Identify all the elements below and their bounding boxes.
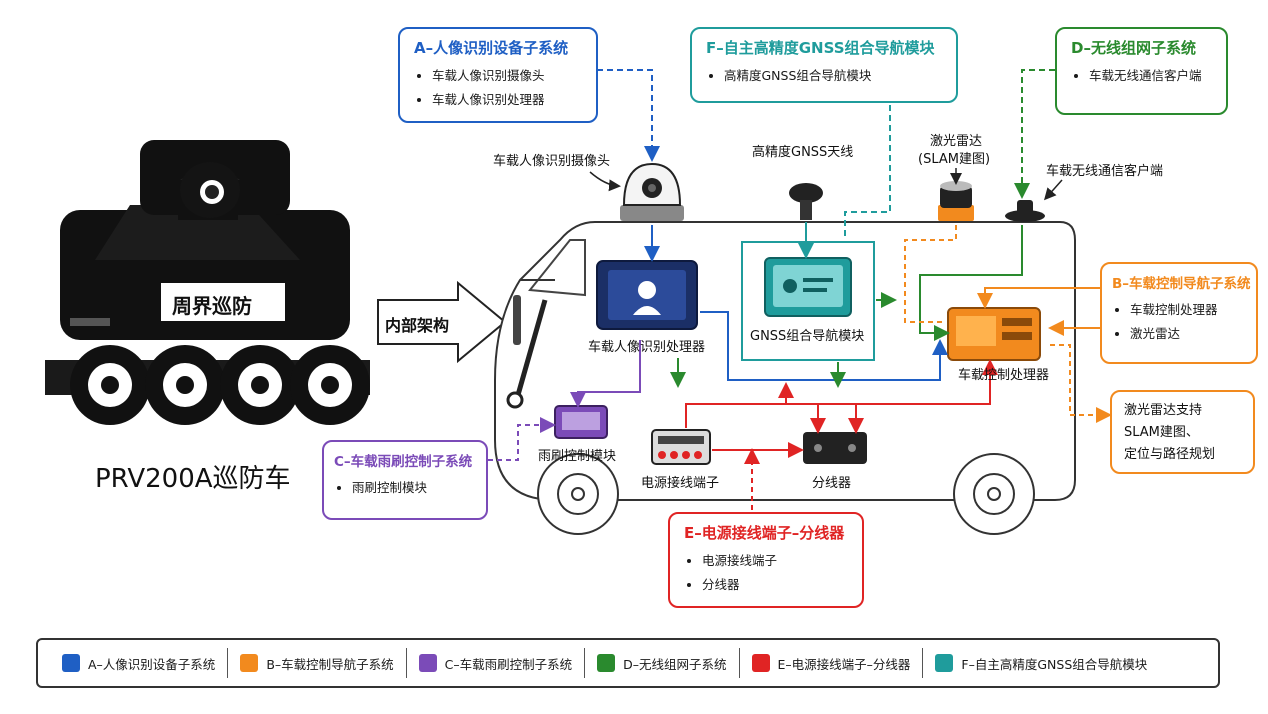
subsystem-a-item: 车载人像识别处理器: [432, 88, 582, 112]
subsystem-e-item: 分线器: [702, 573, 848, 597]
camera-callout-arrow: [589, 171, 621, 192]
subsystem-e-box: E–电源接线端子–分线器 电源接线端子 分线器: [668, 512, 864, 608]
subsystem-b-item: 激光雷达: [1130, 322, 1246, 346]
link-b-box-to-control: [977, 287, 1100, 309]
link-wireless-to-control: [919, 225, 1023, 341]
robot-sign: 周界巡防: [172, 294, 252, 318]
legend-label: F–自主高精度GNSS组合导航模块: [961, 656, 1148, 672]
subsystem-c-item: 雨刷控制模块: [352, 476, 476, 500]
lidar-note-box: 激光雷达支持 SLAM建图、 定位与路径规划: [1110, 390, 1255, 474]
side-mirror-icon: [506, 391, 524, 409]
link-f-box-to-gnss: [844, 105, 891, 240]
gnss-antenna-icon: [789, 183, 823, 220]
robot-wheel: [290, 345, 370, 425]
lidar-note-line: SLAM建图、: [1124, 425, 1199, 440]
robot-wheel: [145, 345, 225, 425]
subsystem-f-box: F–自主高精度GNSS组合导航模块 高精度GNSS组合导航模块: [690, 27, 958, 103]
face-camera-icon: [620, 162, 684, 221]
face-processor-label: 车载人像识别处理器: [588, 340, 706, 355]
legend-label: D–无线组网子系统: [623, 656, 727, 672]
subsystem-a-item: 车载人像识别摄像头: [432, 64, 582, 88]
subsystem-a-box: A–人像识别设备子系统 车载人像识别摄像头 车载人像识别处理器: [398, 27, 598, 123]
subsystem-d-title: D–无线组网子系统: [1071, 39, 1196, 57]
legend-item: A–人像识别设备子系统: [50, 648, 227, 678]
lidar-sublabel: (SLAM建图): [918, 152, 991, 167]
link-lidar-to-control: [904, 225, 957, 323]
gnss-module-label: GNSS组合导航模块: [750, 329, 865, 344]
link-d-box-to-wireless: [1014, 69, 1055, 199]
subsystem-f-item: 高精度GNSS组合导航模块: [724, 64, 942, 88]
power-terminal-icon: [651, 429, 711, 465]
legend-item: D–无线组网子系统: [584, 648, 738, 678]
link-control-to-note: [1050, 344, 1112, 423]
wiper-arm-icon: [515, 299, 548, 396]
subsystem-a-title: A–人像识别设备子系统: [414, 39, 569, 57]
legend-swatch: [240, 654, 259, 672]
power-terminal-label: 电源接线端子: [641, 476, 720, 491]
legend-swatch: [751, 654, 770, 672]
subsystem-f-title: F–自主高精度GNSS组合导航模块: [706, 39, 935, 57]
legend-item: C–车载雨刷控制子系统: [405, 648, 584, 678]
face-processor-icon: [596, 260, 698, 330]
link-face-processor-bus: [700, 311, 948, 381]
van-wheel: [953, 453, 1035, 535]
link-a-box-to-camera: [597, 69, 660, 162]
arrow-label: 内部架构: [385, 316, 450, 335]
camera-label: 车载人像识别摄像头: [493, 154, 611, 169]
legend-swatch: [62, 654, 80, 672]
lidar-note-line: 定位与路径规划: [1124, 447, 1216, 462]
patrol-robot-illustration: [45, 140, 370, 425]
splitter-icon: [803, 432, 867, 464]
lidar-note-line: 激光雷达支持: [1124, 403, 1203, 418]
link-c-box-to-wiper: [488, 417, 556, 461]
wireless-label: 车载无线通信客户端: [1046, 164, 1164, 179]
subsystem-e-item: 电源接线端子: [702, 549, 848, 573]
subsystem-c-title: C–车载雨刷控制子系统: [334, 454, 473, 470]
lidar-icon: [938, 181, 974, 221]
van-wheel: [537, 453, 619, 535]
legend: A–人像识别设备子系统 B–车载控制导航子系统 C–车载雨刷控制子系统 D–无线…: [36, 638, 1220, 688]
subsystem-b-box: B–车载控制导航子系统 车载控制处理器 激光雷达: [1100, 262, 1258, 364]
wiper-module-icon: [554, 405, 608, 439]
legend-item: E–电源接线端子–分线器: [738, 648, 923, 678]
legend-label: A–人像识别设备子系统: [88, 656, 216, 672]
wireless-callout-arrow: [1044, 179, 1063, 201]
gnss-antenna-label: 高精度GNSS天线: [752, 145, 854, 160]
link-face-to-wiper: [570, 340, 641, 408]
subsystem-c-box: C–车载雨刷控制子系统 雨刷控制模块: [322, 440, 488, 520]
control-processor-icon: [947, 307, 1041, 361]
subsystem-d-item: 车载无线通信客户端: [1089, 64, 1212, 88]
legend-item: B–车载控制导航子系统: [227, 648, 405, 678]
lidar-label: 激光雷达: [930, 134, 983, 149]
wiper-module-label: 雨刷控制模块: [538, 449, 617, 464]
wireless-client-icon: [1005, 200, 1045, 222]
subsystem-d-box: D–无线组网子系统 车载无线通信客户端: [1055, 27, 1228, 115]
legend-label: B–车载控制导航子系统: [266, 656, 394, 672]
control-processor-label: 车载控制处理器: [958, 368, 1050, 383]
legend-swatch: [935, 654, 954, 672]
legend-swatch: [597, 654, 616, 672]
legend-item: F–自主高精度GNSS组合导航模块: [922, 648, 1159, 678]
legend-label: C–车载雨刷控制子系统: [444, 656, 573, 672]
robot-wheel: [70, 345, 150, 425]
robot-name: PRV200A巡防车: [95, 464, 291, 494]
link-power-bus: [685, 359, 998, 428]
subsystem-e-title: E–电源接线端子–分线器: [684, 524, 845, 542]
subsystem-b-item: 车载控制处理器: [1130, 298, 1246, 322]
legend-label: E–电源接线端子–分线器: [777, 656, 911, 672]
subsystem-b-title: B–车载控制导航子系统: [1112, 276, 1251, 292]
robot-wheel: [220, 345, 300, 425]
inner-structure-arrow: [377, 280, 507, 364]
splitter-label: 分线器: [812, 476, 852, 491]
legend-swatch: [418, 654, 437, 672]
headlight-icon: [513, 295, 521, 345]
gnss-module-icon: [764, 257, 852, 317]
